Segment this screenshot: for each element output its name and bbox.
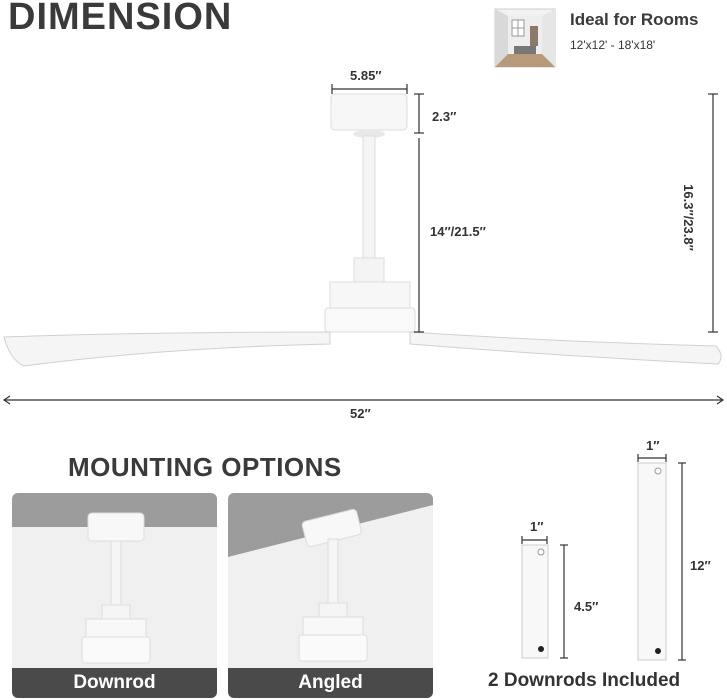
motor-width-indicator [331, 84, 408, 94]
fan-diagram [2, 84, 725, 405]
motor-width-label: 5.85″ [350, 68, 382, 83]
angled-mount-panel: Angled [228, 493, 433, 698]
downrod-length-label: 14″/21.5″ [430, 224, 486, 239]
canopy [330, 93, 408, 138]
downrod-option-label: Downrod [12, 668, 217, 698]
long-downrod [637, 462, 667, 661]
short-downrod [521, 544, 549, 659]
right-blade [409, 331, 722, 365]
long-rod-width-indicator [637, 454, 667, 462]
short-rod-length-label: 4.5″ [574, 599, 599, 614]
left-blade [3, 331, 331, 367]
ideal-rooms-range: 12'x12' - 18'x18' [570, 38, 656, 52]
angled-mount-illustration [228, 493, 433, 698]
span-label: 52″ [350, 406, 371, 421]
motor-height-label: 2.3″ [432, 109, 457, 124]
mounting-options-title: MOUNTING OPTIONS [68, 452, 342, 482]
total-height-indicator [708, 93, 718, 333]
downrods-included-label: 2 Downrods Included [488, 670, 681, 691]
short-rod-width-indicator [521, 536, 548, 544]
room-icon [494, 8, 556, 68]
page-title: DIMENSION [8, 0, 233, 38]
span-indicator [2, 395, 725, 405]
total-height-label: 16.3″/23.8″ [680, 184, 696, 251]
long-rod-length-indicator [678, 462, 686, 661]
short-rod-width-label: 1″ [530, 519, 544, 534]
downrod [362, 135, 376, 261]
downrods-diagram [521, 454, 686, 661]
motor-height-indicator [414, 93, 424, 134]
downrod-mount-illustration [12, 493, 217, 698]
downrod-mount-panel: Downrod [12, 493, 217, 698]
downrod-length-indicator [414, 138, 424, 333]
long-rod-length-label: 12″ [690, 558, 711, 573]
short-rod-length-indicator [560, 544, 568, 659]
angled-option-label: Angled [228, 668, 433, 698]
ideal-rooms-title: Ideal for Rooms [570, 10, 699, 29]
motor-housing [324, 257, 416, 333]
long-rod-width-label: 1″ [646, 438, 660, 453]
